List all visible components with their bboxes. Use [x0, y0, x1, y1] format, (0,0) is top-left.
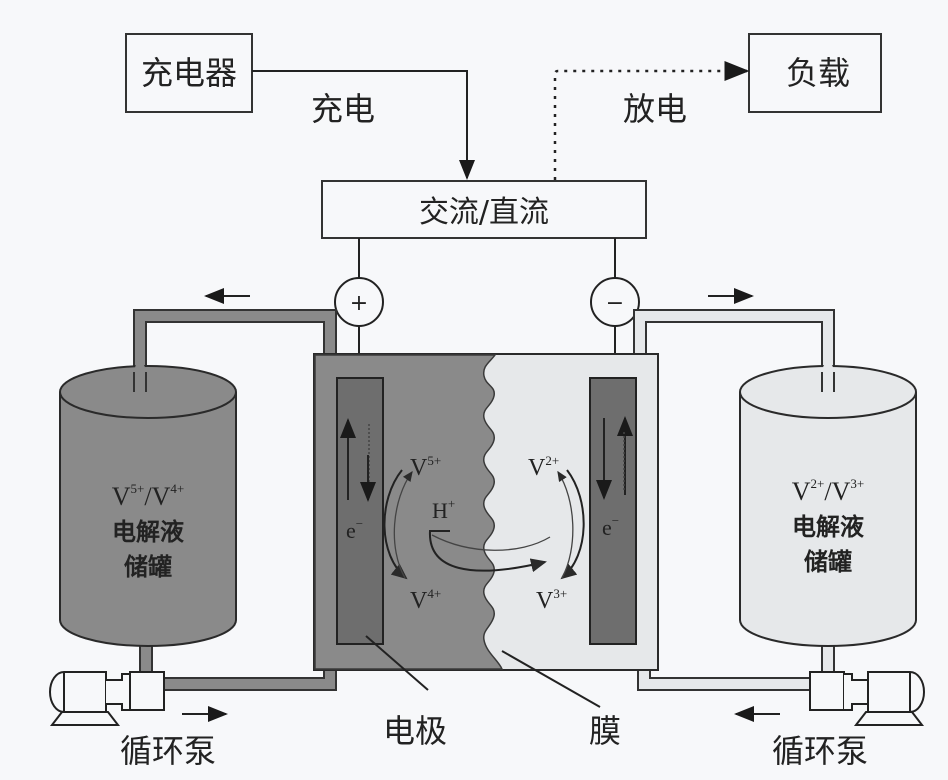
converter-label: 交流/直流 — [419, 195, 549, 230]
converter-box: 交流/直流 — [321, 180, 647, 239]
right-tank-ion-label: V2+/V3+ — [792, 476, 864, 506]
ion-v5-left: V5+ — [410, 453, 441, 481]
left-tank-label-line3: 储罐 — [124, 553, 172, 581]
right-tank-label-line2: 电解液 — [792, 513, 864, 541]
electrode-callout-line — [365, 635, 429, 691]
ion-v3-right: V3+ — [536, 586, 567, 614]
right-pump-label: 循环泵 — [772, 732, 868, 770]
electron-left: e− — [346, 516, 363, 543]
charger-label: 充电器 — [141, 54, 237, 92]
left-pump — [49, 671, 165, 726]
membrane-label: 膜 — [589, 712, 621, 750]
left-tank-label-line2: 电解液 — [112, 518, 184, 546]
discharge-label: 放电 — [623, 90, 687, 128]
membrane-callout-line — [501, 650, 601, 708]
left-pump-label: 循环泵 — [120, 732, 216, 770]
ion-v2-right: V2+ — [528, 453, 559, 481]
left-tank-ion-label: V5+/V4+ — [112, 481, 184, 511]
right-pump — [809, 671, 925, 726]
proton-label: H+ — [432, 496, 455, 523]
negative-electrode — [589, 377, 637, 645]
positive-terminal: + — [334, 277, 384, 327]
electrode-label: 电极 — [383, 712, 447, 750]
left-electrolyte-tank: V5+/V4+ 电解液 储罐 — [59, 363, 237, 647]
positive-terminal-symbol: + — [350, 291, 368, 316]
right-electrolyte-tank: V2+/V3+ 电解液 储罐 — [739, 363, 917, 647]
charger-box: 充电器 — [125, 33, 253, 113]
electron-right: e− — [602, 513, 619, 540]
negative-terminal-symbol: − — [606, 291, 624, 316]
ion-v4-left: V4+ — [410, 586, 441, 614]
charge-line — [252, 70, 475, 180]
negative-terminal: − — [590, 277, 640, 327]
left-bottom-pipe — [160, 650, 337, 691]
load-label: 负载 — [786, 54, 850, 92]
right-bottom-pipe — [637, 650, 810, 691]
discharge-line — [553, 61, 750, 180]
right-tank-label-line3: 储罐 — [804, 548, 852, 576]
positive-electrode — [336, 377, 384, 645]
load-box: 负载 — [748, 33, 882, 113]
charge-label: 充电 — [311, 90, 375, 128]
battery-cell: e− e− V5+ V4+ V2+ V3+ H+ — [313, 353, 659, 671]
